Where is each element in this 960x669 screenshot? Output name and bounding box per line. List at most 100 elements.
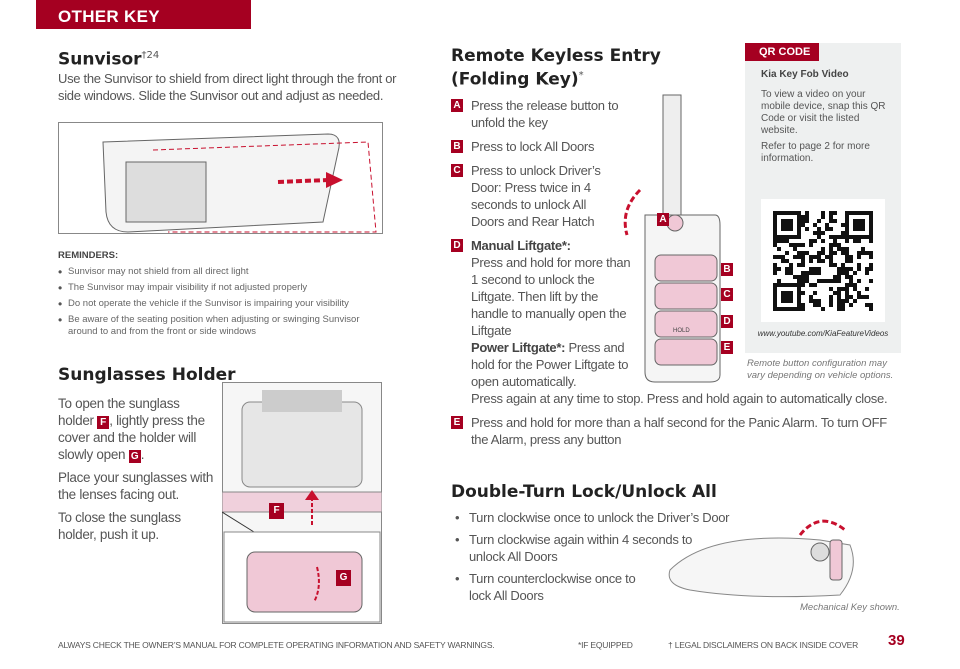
footer-equipped: *IF EQUIPPED (578, 640, 633, 650)
qr-module (869, 215, 873, 219)
list-item: Turn counterclockwise once to lock All D… (455, 570, 645, 604)
qr-module (865, 251, 869, 255)
qr-module (817, 303, 821, 307)
qr-module (825, 279, 829, 283)
qr-module (841, 247, 845, 251)
qr-module (793, 235, 797, 239)
fob-label-a: A (657, 213, 669, 226)
qr-module (805, 251, 809, 255)
qr-module (857, 219, 861, 223)
qr-module (857, 223, 861, 227)
qr-module (801, 215, 805, 219)
qr-module (869, 303, 873, 307)
label-g: G (336, 570, 351, 586)
qr-module (845, 275, 849, 279)
qr-module (849, 295, 853, 299)
qr-module (781, 223, 785, 227)
qr-module (845, 295, 849, 299)
section-banner: OTHER KEY FEATURES (36, 0, 251, 46)
qr-module (825, 255, 829, 259)
qr-module (845, 231, 849, 235)
rke-item-d: D Manual Liftgate*:Press and hold for mo… (451, 237, 896, 407)
fob-label-e: E (721, 341, 733, 354)
qr-module (817, 255, 821, 259)
qr-module (785, 283, 789, 287)
qr-module (829, 263, 833, 267)
qr-module (797, 227, 801, 231)
qr-module (797, 279, 801, 283)
qr-module (837, 267, 841, 271)
qr-module (797, 223, 801, 227)
qr-module (837, 295, 841, 299)
qr-module (773, 295, 777, 299)
qr-module (809, 259, 813, 263)
qr-module (845, 211, 849, 215)
t: Press the release button to unfold the k… (471, 98, 619, 130)
qr-tag: QR CODE (745, 43, 819, 61)
doubleturn-title: Double-Turn Lock/Unlock All (451, 482, 717, 502)
qr-module (785, 291, 789, 295)
qr-module (789, 295, 793, 299)
qr-module (797, 263, 801, 267)
qr-module (857, 251, 861, 255)
qr-module (773, 307, 777, 311)
qr-module (833, 275, 837, 279)
qr-module (833, 219, 837, 223)
qr-module (777, 307, 781, 311)
qr-module (805, 215, 809, 219)
qr-module (773, 231, 777, 235)
qr-module (801, 291, 805, 295)
sunglasses-body: To open the sunglass holder F, lightly p… (58, 395, 216, 543)
qr-module (821, 279, 825, 283)
t: To open the sunglass holder (58, 396, 180, 428)
qr-module (777, 279, 781, 283)
qr-module (781, 291, 785, 295)
qr-module (805, 211, 809, 215)
qr-module (845, 215, 849, 219)
qr-module (785, 259, 789, 263)
qr-module (837, 279, 841, 283)
qr-module (833, 211, 837, 215)
qr-module (857, 267, 861, 271)
qr-module (849, 211, 853, 215)
qr-module (789, 219, 793, 223)
qr-url[interactable]: www.youtube.com/KiaFeatureVideos (757, 329, 889, 338)
rke-title: Remote Keyless Entry(Folding Key)* (451, 47, 661, 90)
qr-module (869, 239, 873, 243)
qr-title: Kia Key Fob Video (761, 69, 849, 80)
qr-p2: Refer to page 2 for more information. (761, 141, 870, 164)
qr-module (789, 299, 793, 303)
qr-module (801, 259, 805, 263)
qr-module (793, 247, 797, 251)
qr-module (801, 271, 805, 275)
qr-module (845, 223, 849, 227)
qr-module (797, 295, 801, 299)
t: Manual Liftgate*: (471, 238, 571, 253)
t: Press to unlock Driver’s Door: Press twi… (471, 163, 601, 229)
sunvisor-title: Sunvisor†24 (58, 46, 159, 70)
qr-module (869, 255, 873, 259)
qr-module (833, 235, 837, 239)
qr-module (861, 223, 865, 227)
qr-module (845, 235, 849, 239)
qr-module (773, 303, 777, 307)
qr-module (801, 251, 805, 255)
t: , lightly press the cover and the holder… (58, 413, 205, 462)
qr-module (845, 255, 849, 259)
qr-module (845, 291, 849, 295)
qr-module (841, 263, 845, 267)
qr-module (853, 299, 857, 303)
qr-module (801, 283, 805, 287)
qr-module (857, 295, 861, 299)
qr-module (837, 275, 841, 279)
qr-code-image[interactable] (761, 199, 885, 322)
qr-module (801, 275, 805, 279)
qr-module (773, 235, 777, 239)
qr-module (805, 279, 809, 283)
sunvisor-title-text: Sunvisor (58, 49, 142, 70)
qr-module (829, 211, 833, 215)
qr-module (837, 271, 841, 275)
qr-module (853, 219, 857, 223)
qr-module (801, 223, 805, 227)
qr-module (793, 255, 797, 259)
